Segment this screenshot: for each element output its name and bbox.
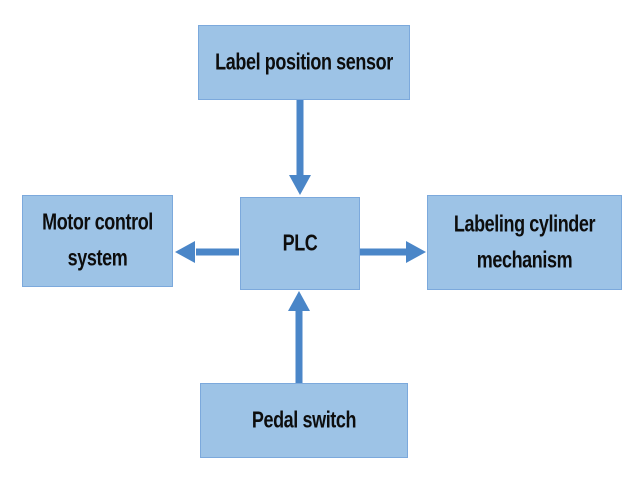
node-motor-control-system: Motor control system bbox=[22, 195, 173, 287]
arrow-plc-to-motor bbox=[175, 241, 239, 263]
arrow-pedal-to-plc bbox=[288, 291, 310, 383]
node-pedal-switch-label: Pedal switch bbox=[251, 406, 357, 433]
arrow-head-right-icon bbox=[406, 241, 426, 263]
node-labeling-cylinder-mechanism-label: Labeling cylinder mechanism bbox=[453, 210, 596, 273]
node-plc: PLC bbox=[240, 197, 360, 290]
arrow-head-up-icon bbox=[288, 291, 310, 311]
node-label-position-sensor-label: Label position sensor bbox=[215, 48, 393, 75]
arrow-plc-to-cylinder bbox=[359, 241, 426, 263]
arrow-sensor-to-plc bbox=[289, 100, 311, 195]
arrow-head-down-icon bbox=[289, 175, 311, 195]
node-labeling-cylinder-mechanism: Labeling cylinder mechanism bbox=[427, 195, 622, 290]
node-label-position-sensor: Label position sensor bbox=[198, 25, 410, 100]
node-plc-label: PLC bbox=[282, 229, 318, 256]
node-motor-control-system-label: Motor control system bbox=[42, 208, 153, 271]
arrow-head-left-icon bbox=[175, 241, 195, 263]
node-pedal-switch: Pedal switch bbox=[200, 383, 408, 458]
